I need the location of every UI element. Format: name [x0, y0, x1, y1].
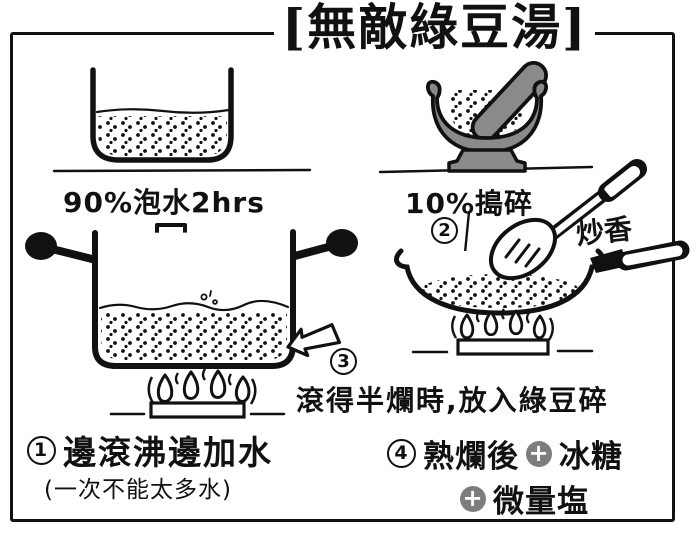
burner-base-icon: [109, 401, 286, 419]
bowl-of-beans-icon: [90, 67, 234, 163]
step4-text: 熟爛後: [423, 439, 519, 475]
step1-number-badge: 1: [27, 435, 56, 465]
step1-line: 1 邊滾沸邊加水: [27, 426, 273, 474]
plus-icon: +: [460, 485, 486, 512]
addition1-text: 冰糖: [559, 439, 623, 475]
stirfry-label: 炒香: [574, 212, 634, 251]
step1-text: 邊滾沸邊加水: [63, 433, 273, 472]
mortar-pestle-icon: [425, 60, 549, 173]
step4-number-badge: 4: [387, 439, 416, 468]
soak-label: 90%泡水2hrs: [63, 186, 265, 219]
frying-pan-icon: [394, 240, 690, 316]
step4-line: 4 熟爛後 + 冰糖: [387, 431, 623, 476]
table-line-left: [52, 168, 312, 173]
step3-number-badge: 3: [330, 348, 357, 375]
plus-icon: +: [526, 440, 552, 467]
two-handle-pot-icon: [25, 229, 358, 369]
spatula-icon: [489, 159, 647, 281]
burner-base-icon: [411, 338, 594, 356]
step1-note: (一次不能太多水): [44, 477, 232, 503]
left-block-arrow-icon: [286, 323, 342, 358]
flame-icon: [451, 308, 554, 341]
crush-label: 10%搗碎: [405, 187, 534, 220]
step2-number-badge: 2: [431, 217, 458, 244]
page-title: [無敵綠豆湯]: [274, 0, 596, 58]
flame-icon: [147, 368, 257, 405]
half-done-note: 滾得半爛時,放入綠豆碎: [296, 384, 609, 417]
addition2-line: + 微量塩: [460, 476, 589, 521]
addition2-text: 微量塩: [493, 484, 589, 520]
